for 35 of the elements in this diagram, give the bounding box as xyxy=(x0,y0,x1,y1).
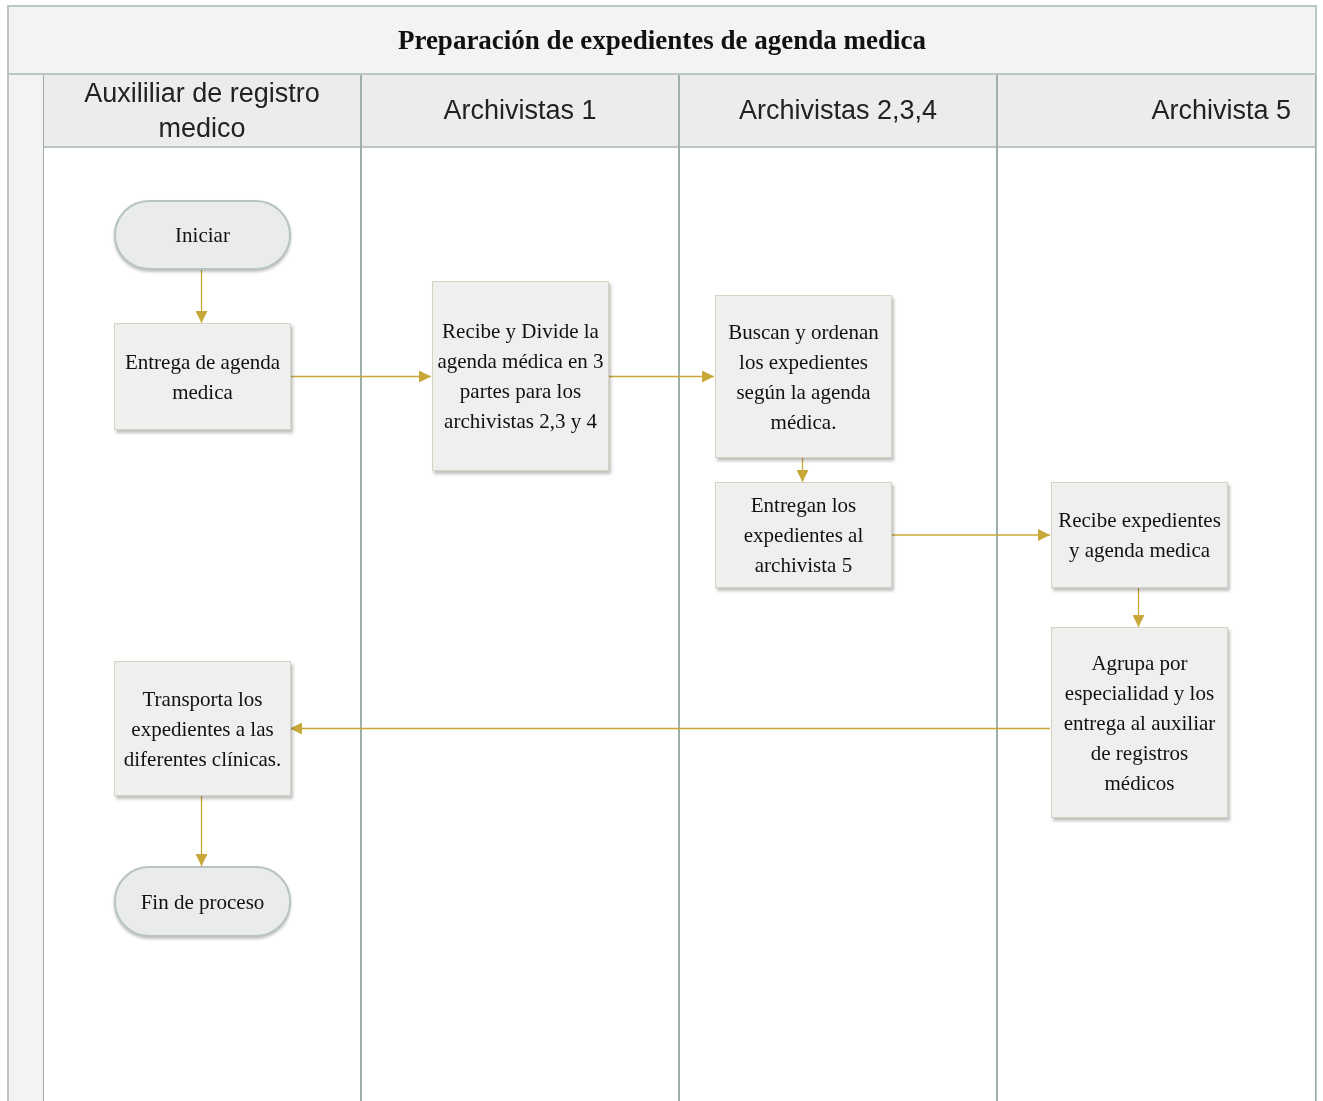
arrow xyxy=(289,722,1051,735)
node-text: Entrega de agenda medica xyxy=(123,348,282,406)
node-text: Archivistas 1 xyxy=(443,94,597,127)
node-text: Iniciar xyxy=(175,222,230,249)
node-text: Archivistas 2,3,4 xyxy=(738,94,938,127)
terminal-shape xyxy=(114,200,291,270)
process-box xyxy=(1051,482,1228,588)
arrow xyxy=(195,795,208,867)
process-box xyxy=(1051,627,1228,818)
swimlane xyxy=(361,75,679,1101)
node-text: Recibe y Divide la agenda médica en 3 partes para los archivistas 2,3 y 4 xyxy=(437,318,604,435)
node-text: Recibe expedientes y agenda medica xyxy=(1057,507,1222,564)
process-box xyxy=(715,295,892,458)
arrow xyxy=(890,529,1051,541)
swimlane xyxy=(43,75,361,1101)
node-text: Archivista 5 xyxy=(1151,94,1291,127)
process-box xyxy=(432,281,609,471)
arrow xyxy=(289,370,432,383)
terminal-shape xyxy=(114,866,291,937)
process-box xyxy=(114,661,291,796)
arrow xyxy=(1132,587,1145,628)
node-text: Transporta los expedientes a las diferentes clínicas. xyxy=(122,685,283,773)
node-text: Entregan los expedientes al archivista 5 xyxy=(742,492,865,579)
node-text: Agrupa por especialidad y los entrega al auxiliar de registros médicos xyxy=(1062,649,1217,797)
swimlane xyxy=(679,75,997,1101)
process-box xyxy=(715,482,892,588)
node-text: Fin de proceso xyxy=(140,888,265,916)
node-text: Buscan y ordenan los expedientes según la agenda médica. xyxy=(727,318,880,436)
arrow xyxy=(796,457,809,483)
process-box xyxy=(114,323,291,430)
diagram-title: Preparación de expedientes de agenda medica xyxy=(397,23,927,57)
arrow xyxy=(195,269,208,324)
node-text: Auxililiar de registro medico xyxy=(83,76,321,145)
arrow xyxy=(607,370,715,383)
swimlane xyxy=(997,75,1316,1101)
